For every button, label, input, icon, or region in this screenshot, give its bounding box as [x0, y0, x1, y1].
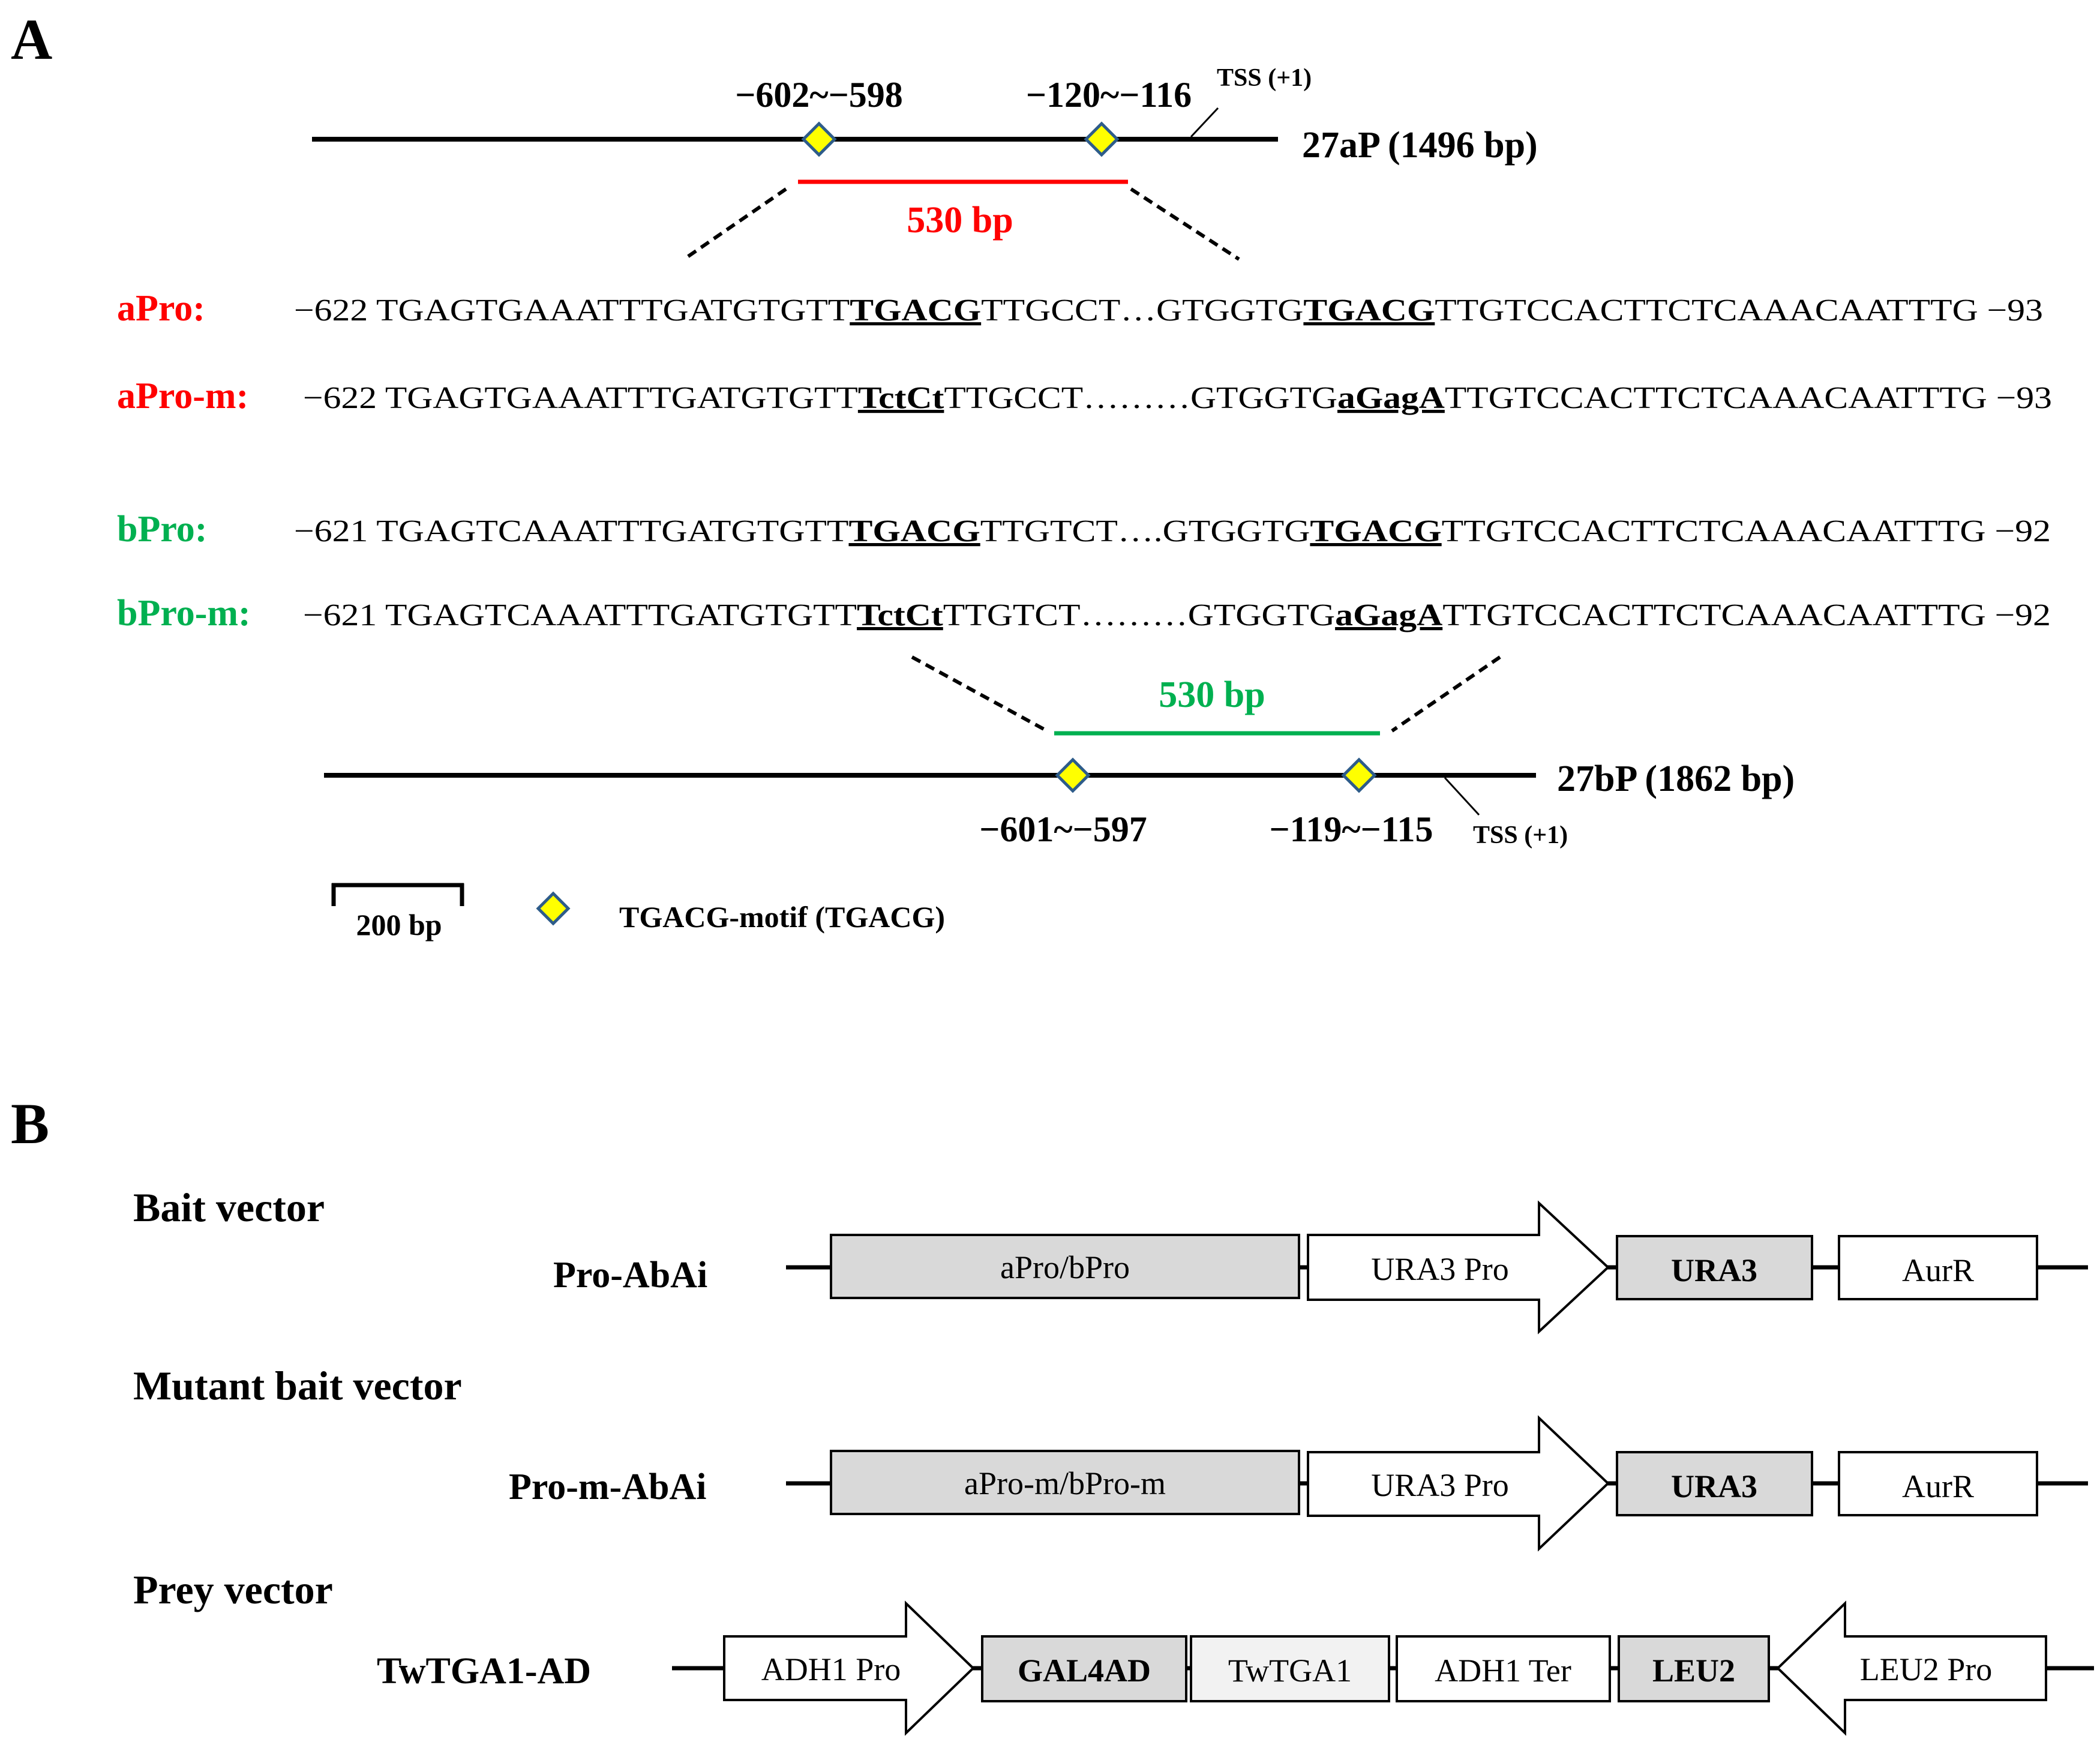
bait-vector: Bait vector Pro-AbAi aPro/bPro URA3 Pro …: [133, 1185, 2088, 1335]
top-motif1-icon: [801, 121, 837, 157]
mutant-bait-vector: Mutant bait vector Pro-m-AbAi aPro-m/bPr…: [133, 1363, 2088, 1552]
prey-gal4ad-box: [981, 1635, 1187, 1702]
bottom-tss-label: TSS (+1): [1473, 821, 1568, 849]
mutant-aurr-label: AurR: [1902, 1468, 1974, 1504]
prey-leu2-box: [1618, 1635, 1770, 1702]
prey-leu2-pro-label: LEU2 Pro: [1860, 1651, 1992, 1687]
seq-label-apro-m: aPro-m:: [117, 376, 248, 416]
bottom-promoter: 530 bp 27bP (1862 bp) −601~−597 −119~−11…: [324, 655, 1795, 849]
bait-promoter-box: [830, 1234, 1300, 1299]
mutant-promoter-box: [830, 1450, 1300, 1515]
top-left-dashed: [683, 187, 787, 261]
mutant-promoter-label: aPro-m/bPro-m: [964, 1465, 1166, 1501]
mutant-ura3-pro-label: URA3 Pro: [1371, 1467, 1509, 1503]
top-motif2-icon: [1084, 121, 1120, 157]
prey-leu2-pro-arrow: [1776, 1600, 2047, 1736]
bottom-fragment-label: 530 bp: [1159, 674, 1265, 715]
prey-twtga1-box: [1190, 1635, 1390, 1702]
prey-adh1-ter-label: ADH1 Ter: [1435, 1653, 1571, 1689]
bait-ura3-label: URA3: [1671, 1252, 1757, 1288]
bottom-promoter-name: 27bP (1862 bp): [1557, 758, 1795, 799]
legend-label: TGACG-motif (TGACG): [619, 900, 945, 934]
panel-b-label: B: [11, 1092, 49, 1156]
prey-adh1-pro-arrow: [723, 1600, 975, 1736]
scale-bar-label: 200 bp: [356, 908, 442, 942]
top-promoter: −602~−598 −120~−116 TSS (+1) 27aP (1496 …: [312, 64, 1538, 261]
top-fragment-label: 530 bp: [907, 200, 1013, 241]
prey-vector: Prey vector TwTGA1-AD ADH1 Pro GAL4AD Tw…: [133, 1567, 2094, 1736]
top-right-dashed: [1130, 187, 1240, 261]
bottom-motif2-icon: [1341, 757, 1377, 793]
bottom-left-dashed: [911, 655, 1048, 733]
top-tss-label: TSS (+1): [1217, 64, 1312, 92]
mutant-ura3-label: URA3: [1671, 1468, 1757, 1504]
prey-vector-title: Prey vector: [133, 1567, 333, 1612]
bait-aurr-box: [1838, 1235, 2038, 1300]
bottom-motif2-position: −119~−115: [1270, 809, 1433, 849]
top-motif2-position: −120~−116: [1026, 75, 1192, 115]
panel-a-label: A: [11, 7, 52, 71]
prey-leu2-label: LEU2: [1652, 1653, 1735, 1689]
seq-label-bpro: bPro:: [117, 509, 207, 550]
bottom-motif1-position: −601~−597: [979, 809, 1147, 849]
mutant-aurr-box: [1838, 1451, 2038, 1516]
top-promoter-name: 27aP (1496 bp): [1302, 125, 1538, 166]
prey-gal4ad-label: GAL4AD: [1018, 1653, 1151, 1689]
bottom-right-dashed: [1391, 655, 1501, 733]
bait-ura3-box: [1616, 1235, 1813, 1300]
seq-label-bpro-m: bPro-m:: [117, 593, 251, 634]
bait-vector-title: Bait vector: [133, 1185, 325, 1230]
legend-motif-icon: [536, 891, 571, 926]
mutant-ura3-box: [1616, 1451, 1813, 1516]
prey-twtga1-label: TwTGA1: [1228, 1653, 1352, 1689]
top-tss-leader: [1190, 107, 1219, 138]
bait-aurr-label: AurR: [1902, 1252, 1974, 1288]
bait-vector-name: Pro-AbAi: [553, 1255, 707, 1296]
bait-ura3-pro-arrow: [1307, 1200, 1610, 1335]
scale-bar: 200 bp: [331, 883, 464, 942]
bottom-motif1-icon: [1055, 757, 1091, 793]
legend: TGACG-motif (TGACG): [536, 891, 945, 934]
mutant-vector-title: Mutant bait vector: [133, 1363, 462, 1408]
mutant-ura3-pro-arrow: [1307, 1415, 1610, 1552]
prey-vector-name: TwTGA1-AD: [377, 1651, 591, 1692]
prey-adh1-pro-label: ADH1 Pro: [761, 1651, 901, 1687]
bait-ura3-pro-label: URA3 Pro: [1371, 1251, 1509, 1287]
top-motif1-position: −602~−598: [735, 75, 903, 115]
bottom-tss-leader: [1444, 776, 1480, 816]
seq-label-apro: aPro:: [117, 288, 205, 329]
prey-adh1-ter-box: [1396, 1635, 1611, 1702]
mutant-vector-name: Pro-m-AbAi: [509, 1467, 706, 1507]
bait-promoter-label: aPro/bPro: [1000, 1249, 1130, 1285]
